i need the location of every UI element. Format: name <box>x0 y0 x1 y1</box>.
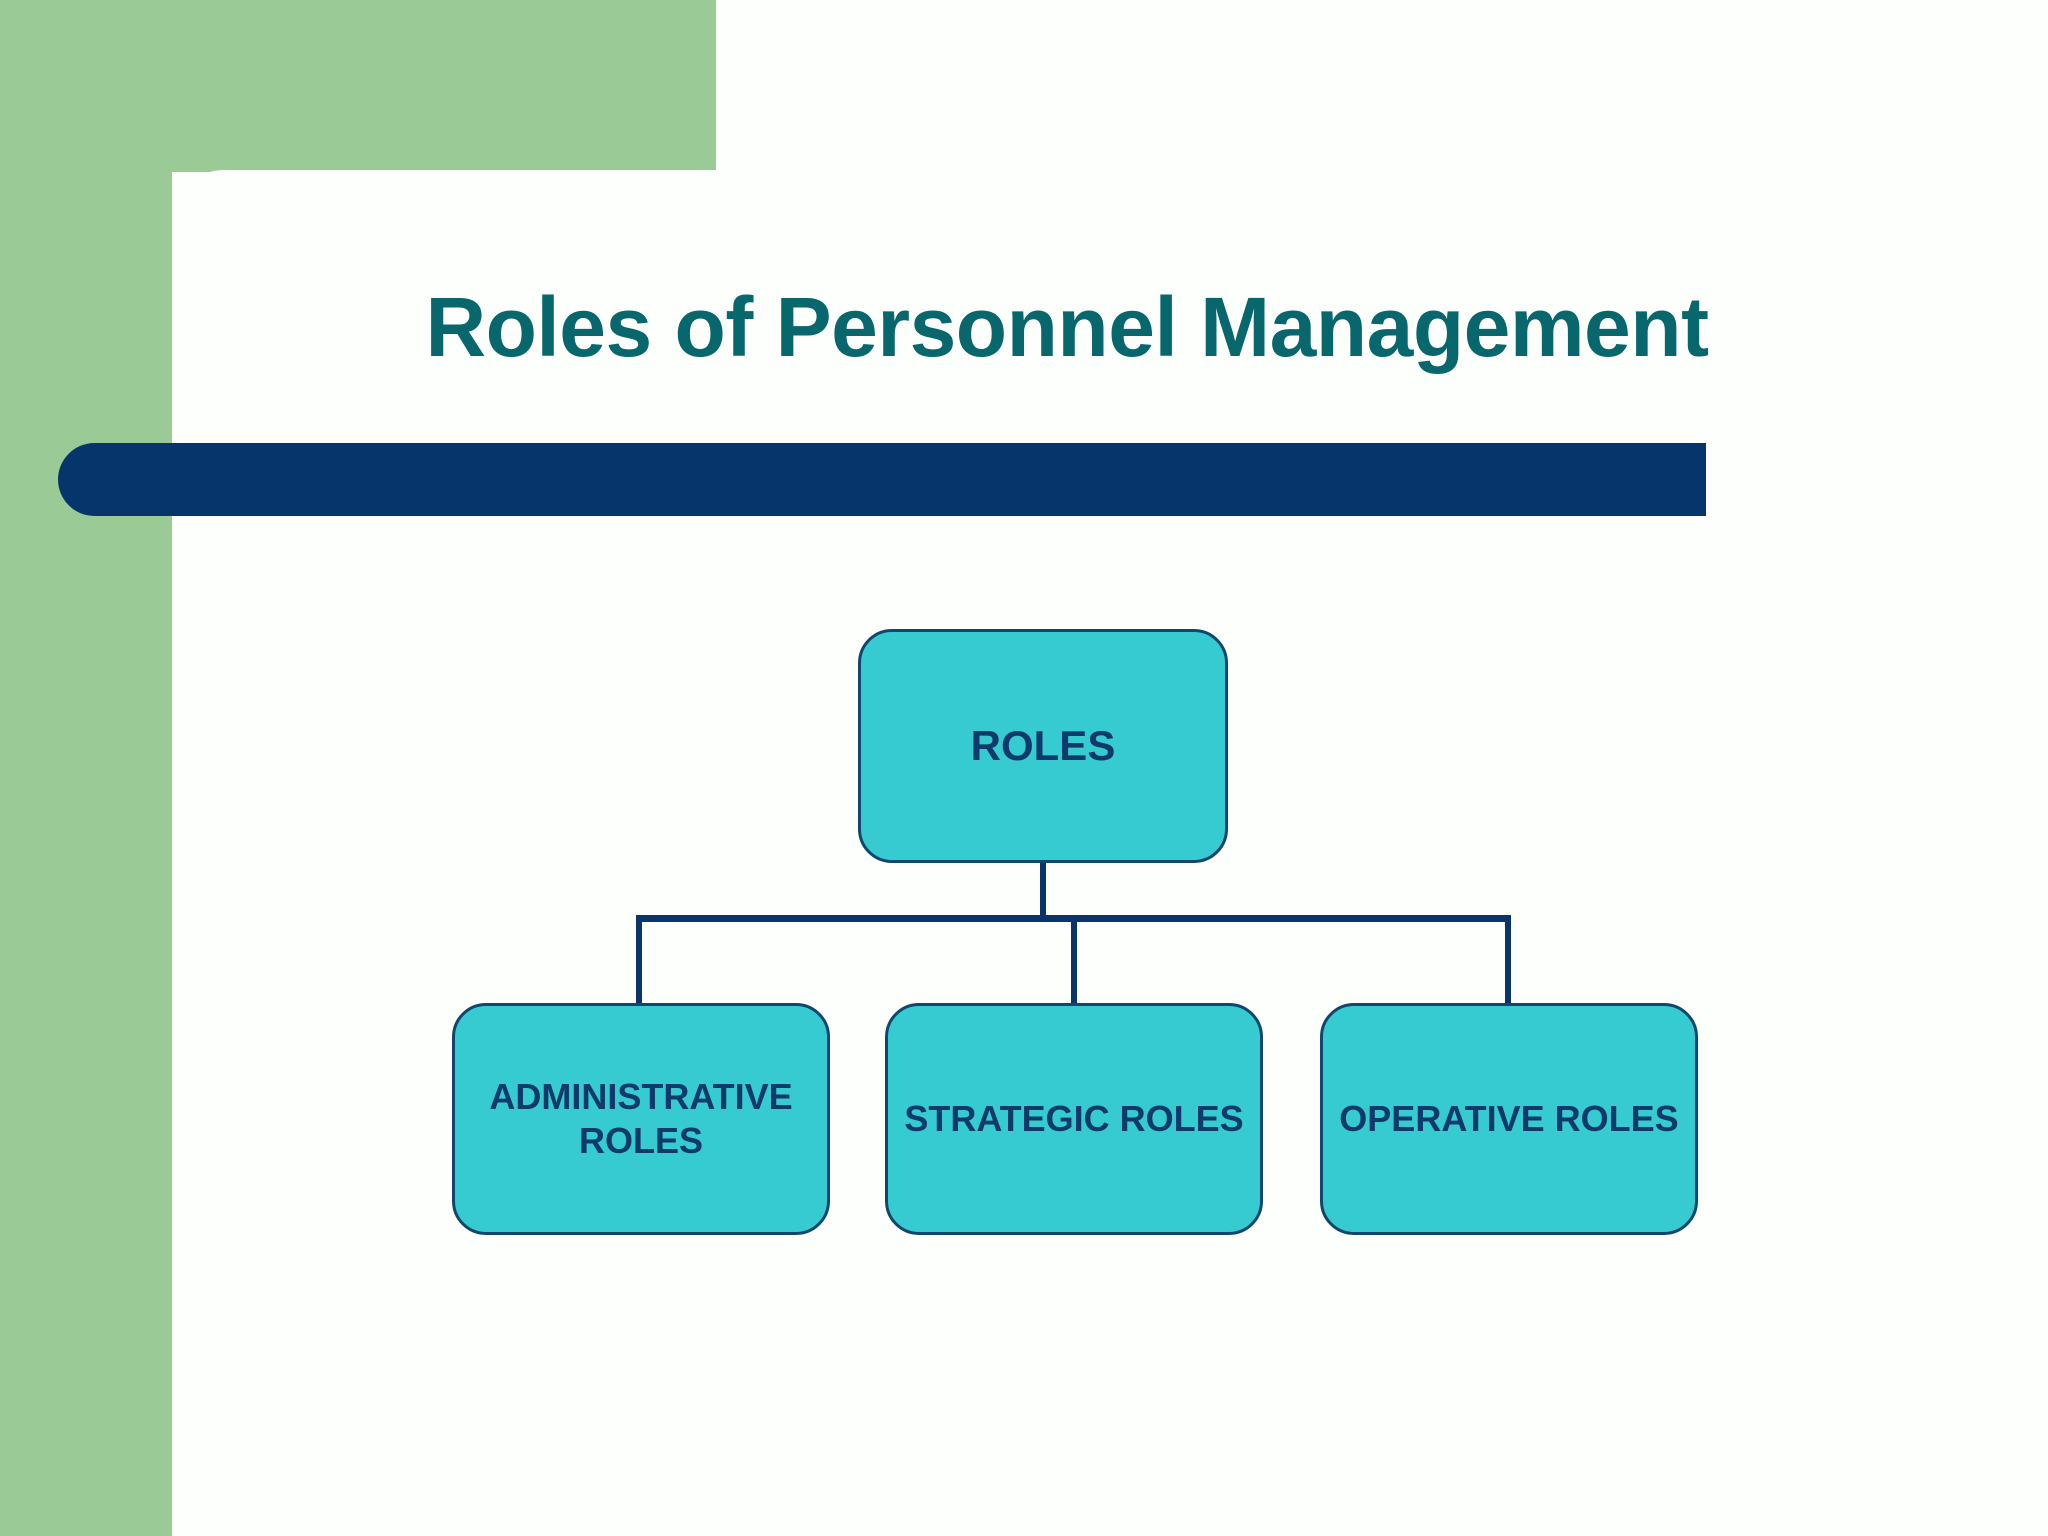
org-node-strategic-roles: STRATEGIC ROLES <box>885 1003 1263 1235</box>
org-node-operative-roles-label: OPERATIVE ROLES <box>1339 1098 1679 1140</box>
org-node-administrative-roles-label: ADMINISTRATIVE ROLES <box>489 1076 793 1161</box>
connector-branch-operative <box>1505 915 1511 1007</box>
org-node-roles-label: ROLES <box>970 722 1116 770</box>
org-node-roles: ROLES <box>858 629 1228 863</box>
org-node-operative-roles: OPERATIVE ROLES <box>1320 1003 1698 1235</box>
page-title: Roles of Personnel Management <box>425 280 1709 374</box>
org-node-strategic-roles-label: STRATEGIC ROLES <box>904 1098 1244 1140</box>
connector-branch-administrative <box>636 915 642 1007</box>
title-divider-bar <box>58 443 1706 516</box>
green-accent-left-strip <box>0 0 172 1536</box>
connector-root-vertical <box>1040 863 1046 921</box>
org-node-administrative-roles: ADMINISTRATIVE ROLES <box>452 1003 830 1235</box>
connector-branch-strategic <box>1071 915 1077 1007</box>
